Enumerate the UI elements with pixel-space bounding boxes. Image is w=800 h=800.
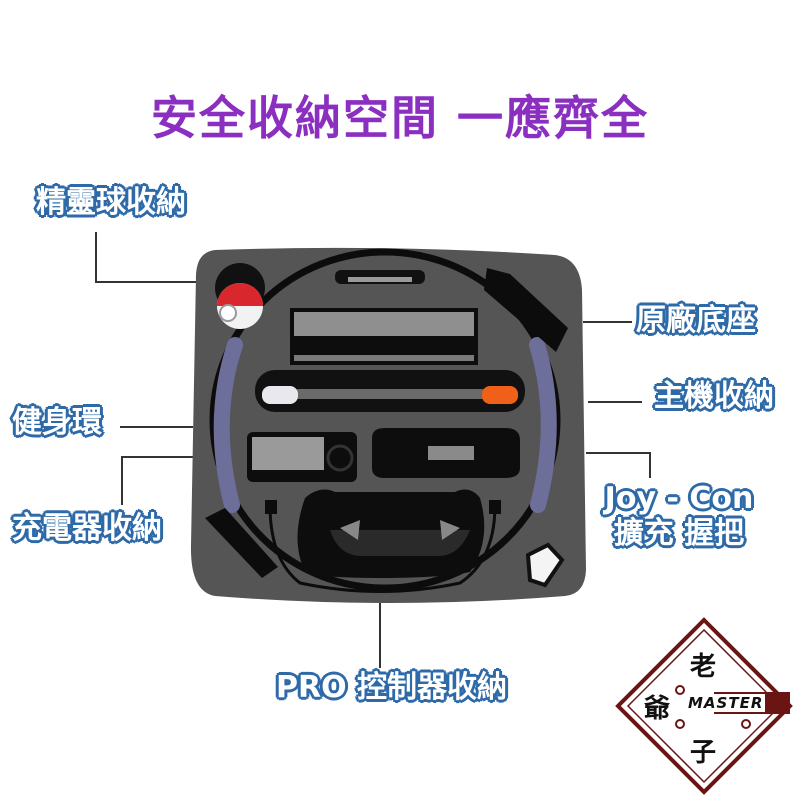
label-dock: 原廠底座 (636, 303, 756, 338)
leader-lines (95, 232, 651, 668)
label-ring: 健身環 (12, 405, 102, 440)
logo-char-3: 子 (690, 738, 717, 768)
label-pro-controller: PRO 控制器收納 (276, 670, 508, 705)
brand-logo: 老 爺 子 MASTER (614, 616, 794, 796)
label-pokeball: 精靈球收納 (36, 185, 186, 220)
label-joycon-line2: 擴充 握把 (613, 515, 745, 551)
ring-pad-left (213, 337, 243, 513)
ring-strap-top (484, 268, 568, 352)
leg-strap-icon (525, 542, 565, 588)
joycon-left-icon (262, 386, 298, 404)
page-title: 安全收納空間 一應齊全 (150, 91, 649, 145)
label-charger: 充電器收納 (12, 511, 162, 546)
ring-pad-right (529, 337, 557, 513)
leader-joycon (586, 452, 651, 478)
charger-icon (252, 437, 324, 470)
ring-fit-outline (209, 248, 561, 592)
ring-cable (268, 504, 497, 593)
ring-strap-bottom (205, 508, 278, 578)
joycon-right-icon (482, 386, 518, 404)
pro-controller-icon (330, 530, 470, 556)
leader-pokeball (95, 232, 196, 283)
logo-char-1: 老 (690, 652, 717, 682)
logo-brand-text: MASTER (686, 694, 766, 712)
label-joycon: Joy - Con 擴充 握把 (604, 481, 754, 551)
joycon-grip-icon (428, 446, 474, 460)
console-icon (295, 389, 485, 399)
dock-icon (294, 312, 474, 336)
case-body (190, 247, 586, 603)
label-console: 主機收納 (654, 379, 774, 414)
label-joycon-line1: Joy - Con (604, 481, 754, 516)
pokeball-icon (217, 283, 263, 329)
leader-charger (121, 456, 193, 505)
logo-char-2: 爺 (644, 694, 671, 724)
